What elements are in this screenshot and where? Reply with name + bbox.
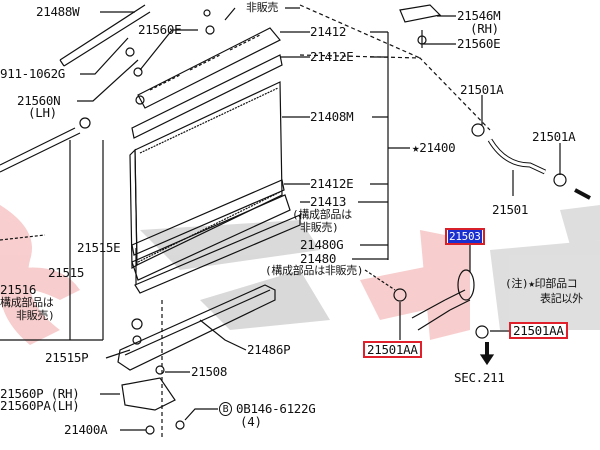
label-21501AA-left-highlighted: 21501AA	[363, 341, 422, 358]
label-21486P: 21486P	[247, 342, 291, 357]
label-not-sold-top: 非販売	[246, 1, 279, 14]
label-21503-highlighted: 21503	[445, 228, 485, 245]
label-21560N: 21560N	[17, 93, 61, 108]
label-21400A: 21400A	[64, 422, 108, 437]
label-21408M: 21408M	[310, 109, 354, 124]
label-21515P: 21515P	[45, 350, 89, 365]
label-21560P: 21560P (RH)	[0, 386, 80, 401]
bolt-marker-b: B	[219, 402, 232, 416]
label-21501A-2: 21501A	[532, 129, 576, 144]
label-sec-211: SEC.211	[454, 370, 505, 385]
label-0B146-6122G: 0B146-6122G	[236, 401, 316, 416]
label-21560N-side: (LH)	[28, 105, 57, 120]
label-911-1062G: 911-1062G	[0, 66, 66, 81]
label-21413-note2: 非販売)	[300, 221, 339, 234]
label-21480G: 21480G	[300, 237, 344, 252]
label-21515E: 21515E	[77, 240, 121, 255]
label-21508: 21508	[191, 364, 228, 379]
label-21501: 21501	[492, 202, 529, 217]
label-21516-note2: 非販売)	[16, 309, 55, 322]
label-21400: ★21400	[412, 140, 456, 155]
label-21546M-side: (RH)	[470, 21, 499, 36]
label-21480: 21480	[300, 251, 337, 266]
label-21412E-top: 21412E	[310, 49, 354, 64]
label-21516-note1: 構成部品は	[0, 296, 54, 309]
label-21560E-top: 21560E	[138, 22, 182, 37]
label-21480-note: (構成部品は非販売)	[265, 264, 364, 277]
label-21412E-bottom: 21412E	[310, 176, 354, 191]
label-21560PA: 21560PA(LH)	[0, 398, 80, 413]
label-21516: 21516	[0, 282, 37, 297]
label-21488W: 21488W	[36, 4, 80, 19]
label-21501A-1: 21501A	[460, 82, 504, 97]
label-21501AA-right-highlighted: 21501AA	[509, 322, 568, 339]
label-bolt-qty: (4)	[240, 414, 262, 429]
label-21413: 21413	[310, 194, 347, 209]
note-line-2: 表記以外	[540, 292, 583, 305]
note-line-1: (注)★印部品コ	[505, 277, 578, 290]
label-21560E-right: 21560E	[457, 36, 501, 51]
label-21546M: 21546M	[457, 8, 501, 23]
line-art	[0, 4, 591, 440]
label-21413-note1: (構成部品は	[292, 208, 352, 221]
label-21515: 21515	[48, 265, 85, 280]
label-21412: 21412	[310, 24, 347, 39]
